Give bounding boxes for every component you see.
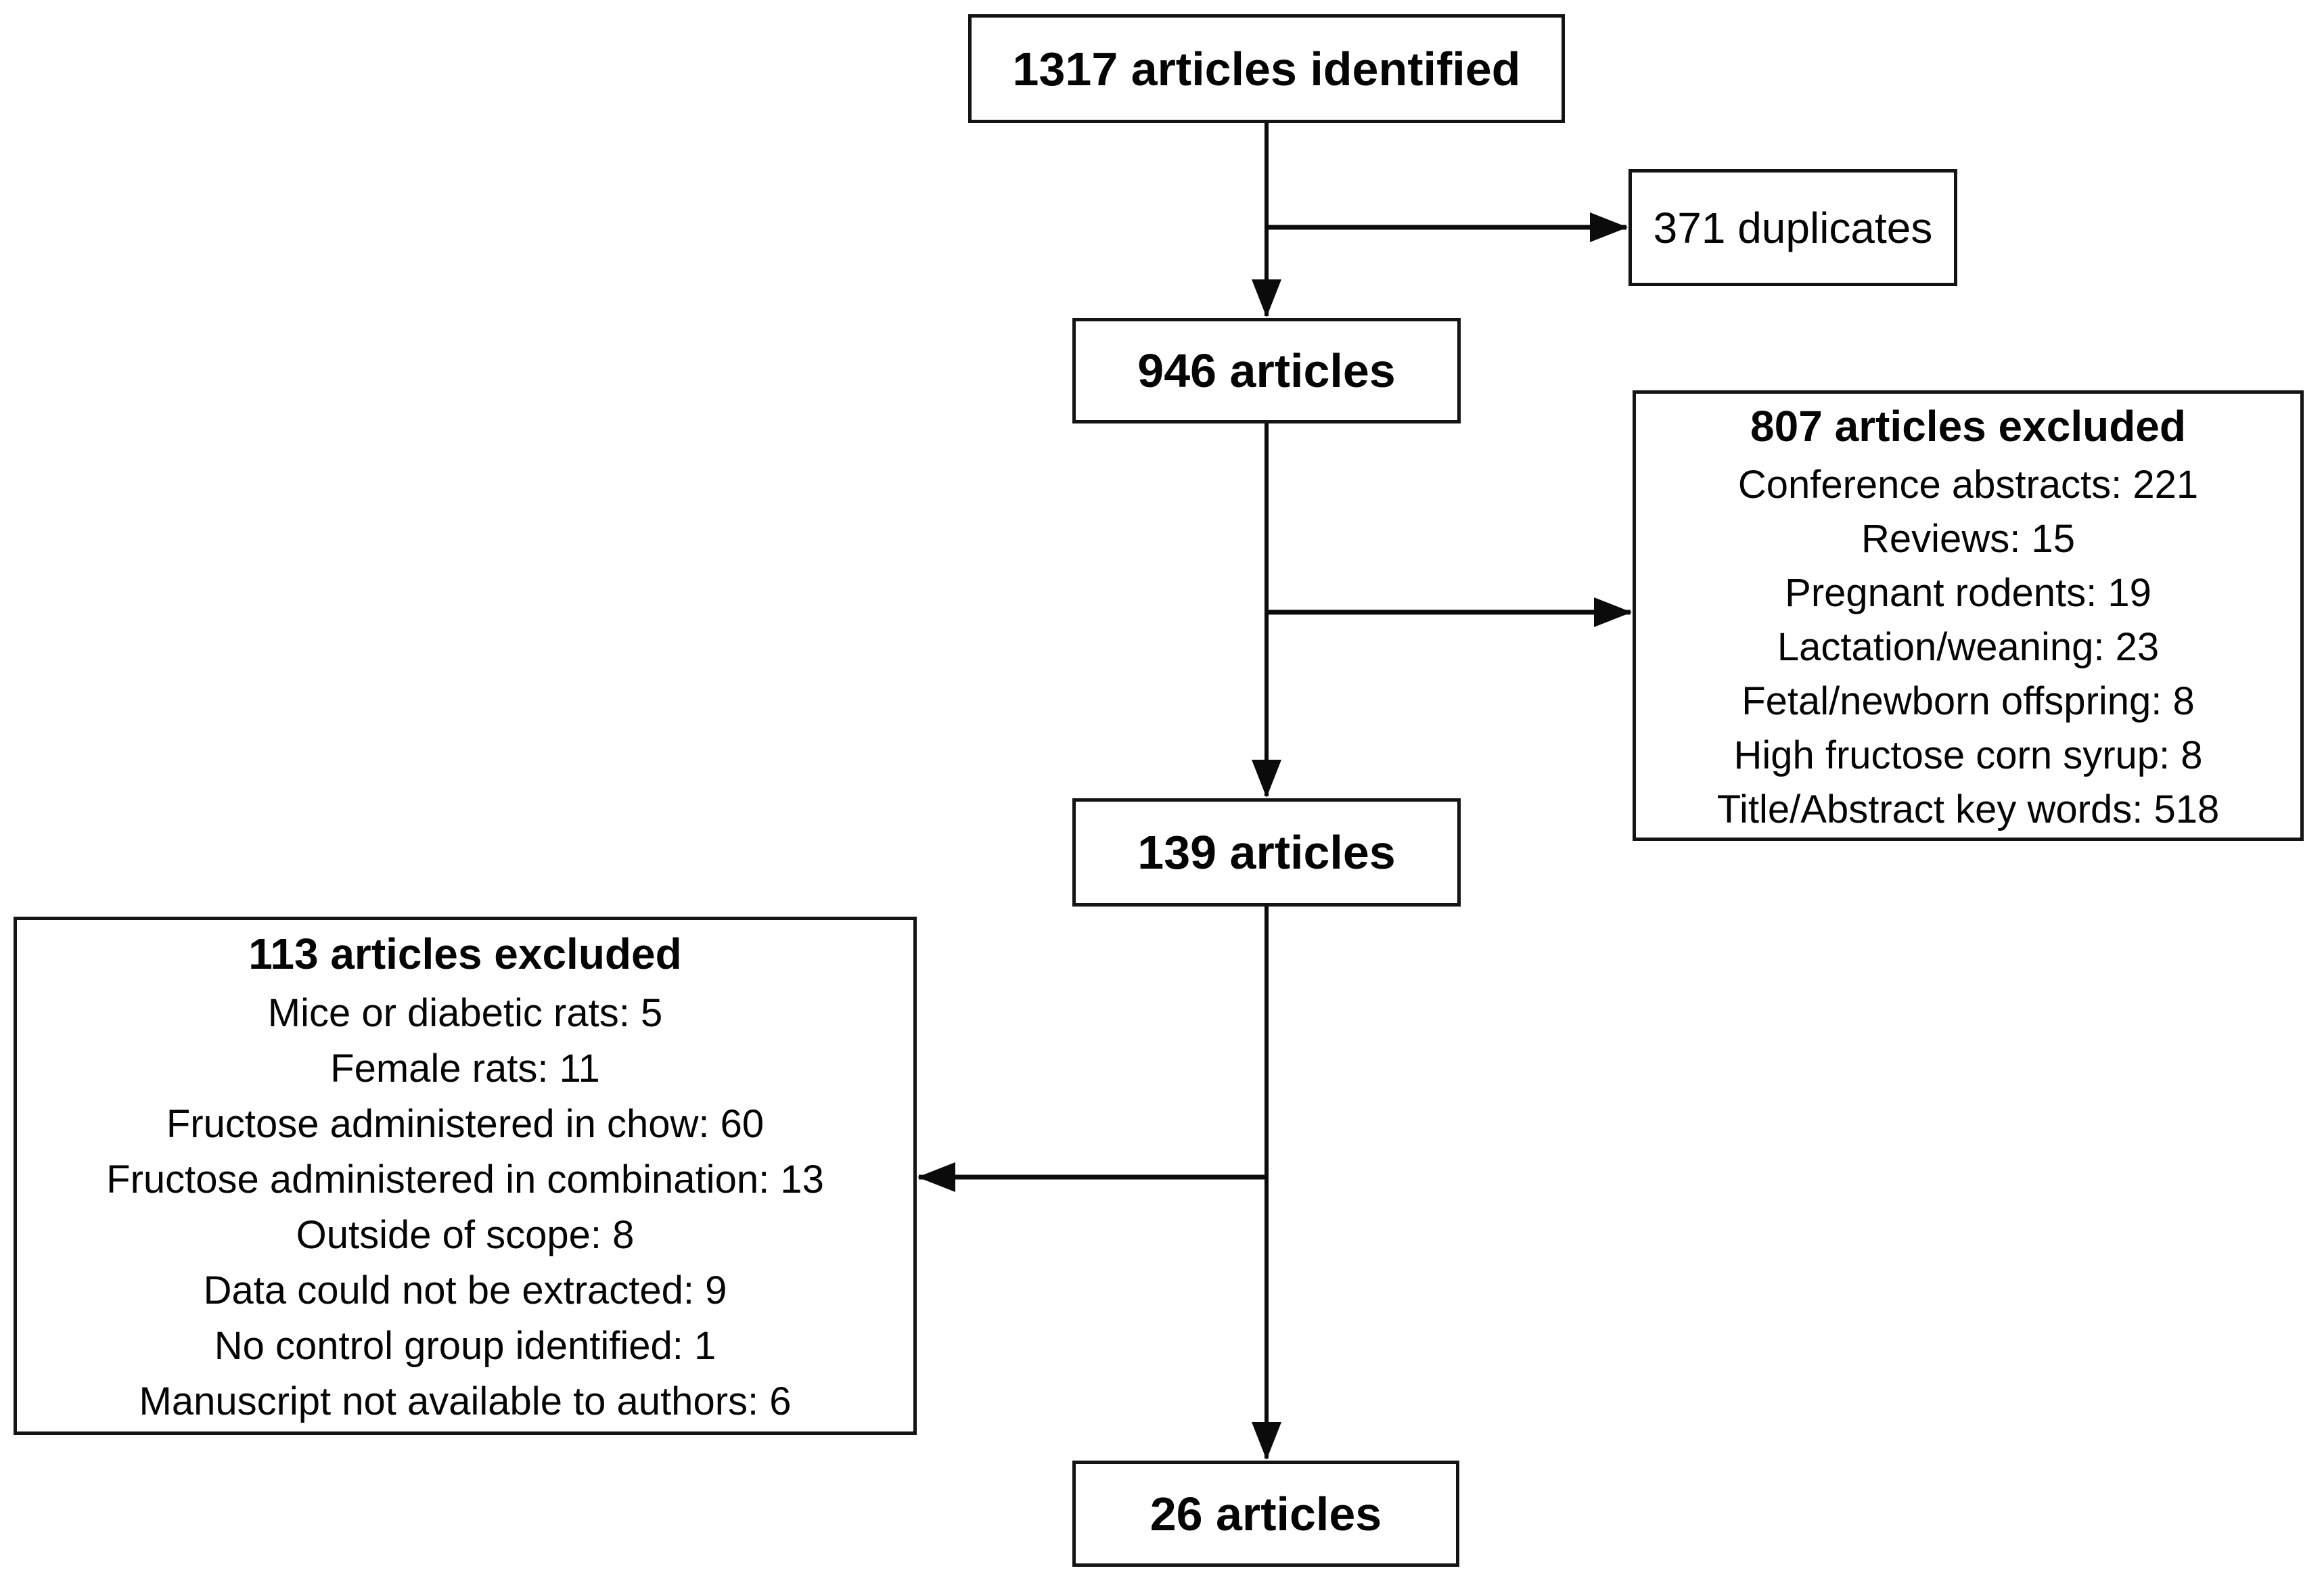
box-excluded-first-round: 807 articles excluded Conference abstrac… [1633,390,2304,841]
excluded-second-item: Fructose administered in chow: 60 [166,1102,765,1146]
excluded-first-item: Fetal/newborn offspring: 8 [1741,679,2195,723]
excluded-first-title: 807 articles excluded [1750,402,2186,451]
excluded-first-item: Lactation/weaning: 23 [1777,625,2160,669]
excluded-first-item: High fructose corn syrup: 8 [1733,733,2203,777]
excluded-second-item: Female rats: 11 [330,1047,600,1091]
excluded-second-item: No control group identified: 1 [214,1324,716,1368]
box-duplicates: 371 duplicates [1628,169,1957,286]
excluded-second-item: Fructose administered in combination: 13 [106,1158,824,1201]
box-articles-included: 26 articles [1072,1461,1459,1567]
articles-after-duplicates-label: 946 articles [1137,344,1396,397]
excluded-first-item: Reviews: 15 [1861,517,2075,561]
excluded-second-item: Mice or diabetic rats: 5 [267,991,663,1035]
duplicates-label: 371 duplicates [1653,203,1933,252]
box-excluded-second-round: 113 articles excluded Mice or diabetic r… [14,917,917,1435]
excluded-second-item: Data could not be extracted: 9 [203,1268,727,1312]
excluded-first-item: Pregnant rodents: 19 [1785,571,2151,615]
excluded-second-item: Manuscript not available to authors: 6 [139,1379,792,1423]
articles-after-screening-label: 139 articles [1137,826,1396,879]
box-articles-after-screening: 139 articles [1072,798,1461,907]
box-articles-after-duplicates: 946 articles [1072,318,1461,423]
articles-included-label: 26 articles [1149,1487,1382,1540]
excluded-second-title: 113 articles excluded [248,930,682,978]
box-articles-identified: 1317 articles identified [968,14,1565,123]
excluded-first-item: Title/Abstract key words: 518 [1716,787,2220,831]
excluded-first-item: Conference abstracts: 221 [1737,463,2199,507]
articles-identified-label: 1317 articles identified [1012,42,1521,95]
excluded-second-item: Outside of scope: 8 [296,1213,635,1257]
